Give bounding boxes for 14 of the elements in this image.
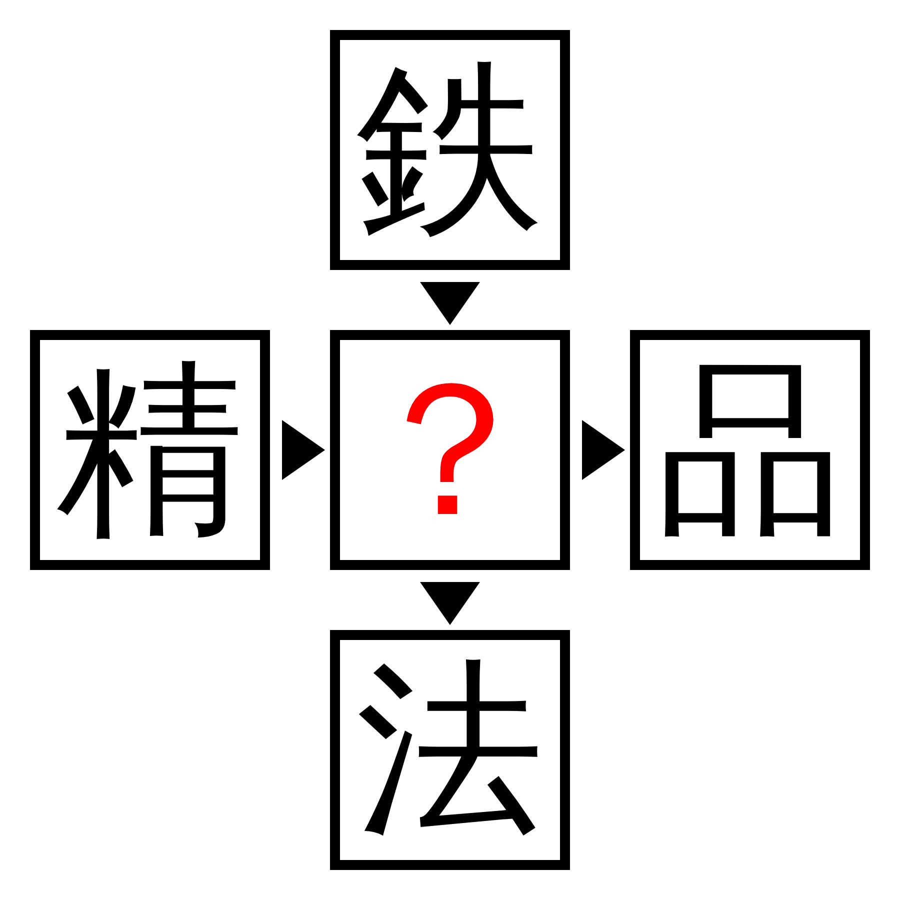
character-box [630,330,870,570]
character: 法 [356,656,544,844]
character: 鉄 [356,56,544,244]
character-box [330,630,570,870]
arrow [282,420,326,480]
character-box [330,330,570,570]
arrow [420,282,480,326]
character: 品 [656,356,844,544]
character-box [30,330,270,570]
character: ？ [356,356,544,544]
arrow [420,582,480,626]
character-box [330,30,570,270]
character: 精 [56,356,244,544]
arrow [582,420,626,480]
